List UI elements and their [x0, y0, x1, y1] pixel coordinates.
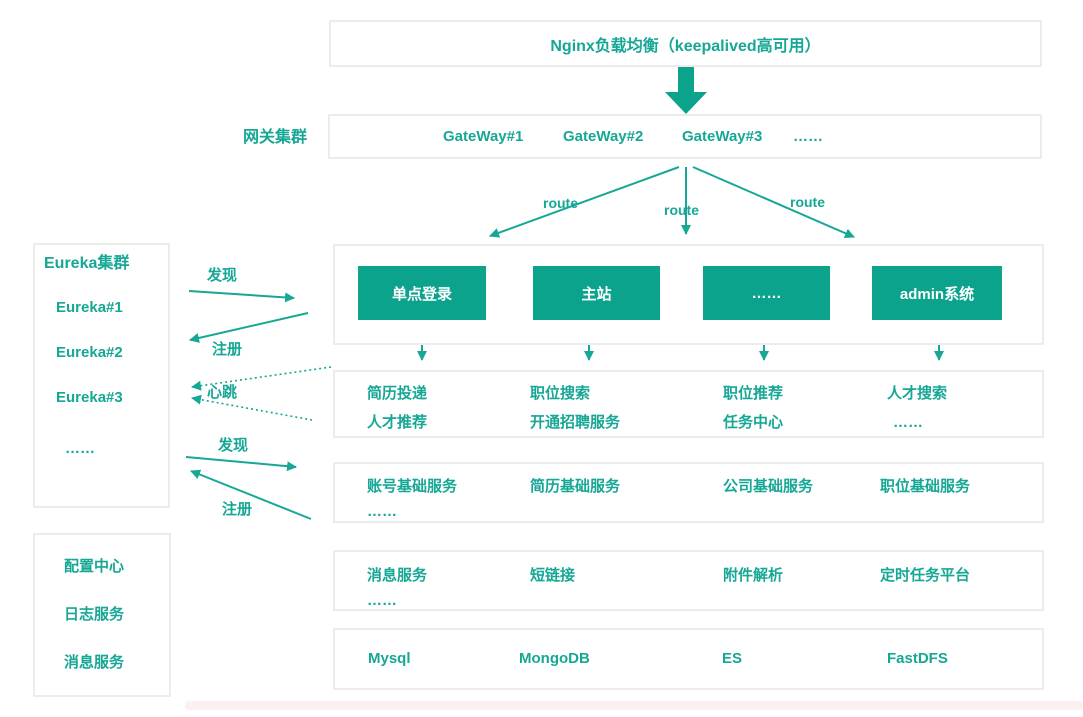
discover-arrow-2 — [185, 456, 297, 472]
biz-service: 简历投递 — [367, 385, 428, 402]
base-service: 账号基础服务 — [367, 478, 458, 495]
biz-service: 人才搜索 — [887, 385, 948, 402]
gateway-item-3: GateWay#3 — [682, 128, 763, 145]
base-service: 简历基础服务 — [530, 478, 621, 495]
nginx-to-gateway-arrow — [665, 67, 707, 114]
discover-arrow-1 — [188, 290, 295, 303]
app-box-admin-label: admin系统 — [899, 285, 975, 303]
biz-service: 开通招聘服务 — [530, 414, 621, 431]
bottom-highlight-band — [185, 701, 1083, 710]
biz-service-ellipsis: …… — [893, 414, 923, 431]
middleware-service: 附件解析 — [723, 567, 784, 584]
storage-item: Mysql — [368, 650, 411, 667]
middleware-service: 定时任务平台 — [880, 567, 971, 584]
link-label-heartbeat: 心跳 — [207, 384, 238, 401]
middleware-service-ellipsis: …… — [367, 592, 397, 609]
route-arrow-right — [692, 166, 855, 238]
route-label-3: route — [790, 194, 825, 210]
eureka-item-2: Eureka#2 — [56, 344, 123, 361]
biz-services-box — [333, 370, 1044, 438]
storage-box — [333, 628, 1044, 690]
eureka-item-3: Eureka#3 — [56, 389, 123, 406]
nginx-label: Nginx负载均衡（keepalived高可用） — [550, 37, 821, 55]
link-label-discover-2: 发现 — [218, 437, 249, 454]
nginx-box — [329, 20, 1042, 67]
middleware-service: 消息服务 — [367, 567, 428, 584]
link-label-register-1: 注册 — [212, 341, 243, 358]
app-box-admin: admin系统 — [872, 266, 1002, 320]
base-service: 职位基础服务 — [880, 478, 971, 495]
nginx-label-wrap: Nginx负载均衡（keepalived高可用） — [329, 20, 1042, 67]
gateway-item-2: GateWay#2 — [563, 128, 644, 145]
app-box-ellipsis: …… — [703, 266, 830, 320]
gateway-cluster-side-label: 网关集群 — [243, 129, 308, 146]
base-services-box — [333, 462, 1044, 523]
app-box-main-site-label: 主站 — [581, 285, 612, 303]
gateway-item-ellipsis: …… — [793, 128, 823, 145]
app-box-main-site: 主站 — [533, 266, 660, 320]
gateway-box — [328, 114, 1042, 159]
infra-item-config-center: 配置中心 — [64, 558, 125, 575]
route-label-1: route — [543, 195, 578, 211]
infra-item-message-service: 消息服务 — [64, 654, 125, 671]
base-service: 公司基础服务 — [723, 478, 814, 495]
biz-service: 人才推荐 — [367, 414, 428, 431]
route-arrow-left — [489, 166, 680, 238]
app-box-ellipsis-label: …… — [751, 284, 782, 302]
middleware-services-box — [333, 550, 1044, 611]
infra-box — [33, 533, 171, 697]
infra-item-log-service: 日志服务 — [64, 606, 125, 623]
link-label-discover-1: 发现 — [207, 267, 238, 284]
app-box-sso: 单点登录 — [358, 266, 486, 320]
base-service-ellipsis: …… — [367, 503, 397, 520]
app-box-sso-label: 单点登录 — [391, 285, 452, 303]
eureka-item-ellipsis: …… — [65, 440, 95, 457]
eureka-title: Eureka集群 — [44, 255, 130, 272]
biz-service: 任务中心 — [723, 414, 784, 431]
link-label-register-2: 注册 — [222, 501, 253, 518]
biz-service: 职位搜索 — [530, 385, 591, 402]
storage-item: MongoDB — [519, 650, 590, 667]
route-label-2: route — [664, 202, 699, 218]
register-arrow-1 — [189, 312, 309, 343]
biz-service: 职位推荐 — [723, 385, 784, 402]
gateway-item-1: GateWay#1 — [443, 128, 524, 145]
eureka-item-1: Eureka#1 — [56, 299, 123, 316]
storage-item: ES — [722, 650, 743, 667]
middleware-service: 短链接 — [530, 567, 576, 584]
eureka-cluster-box — [33, 243, 170, 508]
storage-item: FastDFS — [887, 650, 948, 667]
